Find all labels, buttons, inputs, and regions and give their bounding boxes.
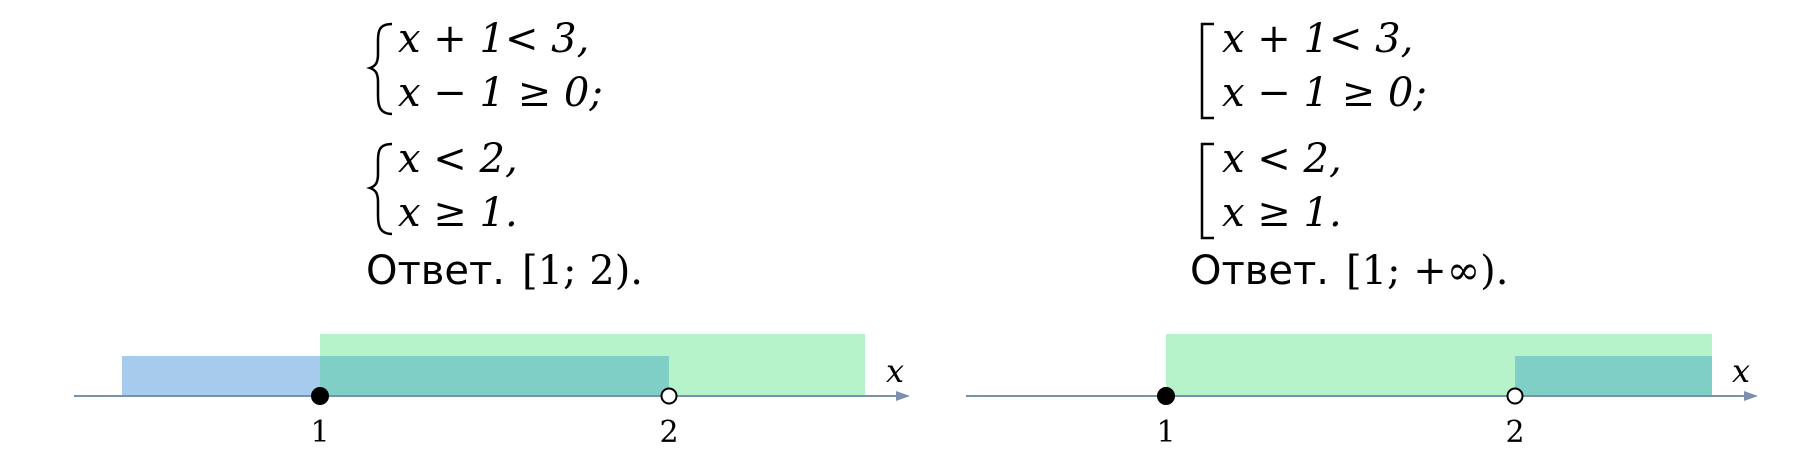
- right-panel: x + 1< 3, x − 1 ≥ 0; x < 2, x ≥ 1. Ответ…: [966, 16, 1758, 450]
- right-system-2-line-2: x ≥ 1.: [1222, 190, 1342, 236]
- right-point-2-hollow: [1506, 387, 1524, 405]
- right-system-2: x < 2, x ≥ 1.: [1200, 136, 1342, 240]
- left-system-1-line-2: x − 1 ≥ 0;: [398, 70, 603, 116]
- left-system-2-line-1: x < 2,: [398, 136, 518, 182]
- right-answer-label: Ответ.: [1190, 248, 1329, 294]
- left-system-1: x + 1< 3, x − 1 ≥ 0;: [366, 16, 603, 116]
- right-system-1: x + 1< 3, x − 1 ≥ 0;: [1200, 16, 1427, 120]
- right-point-1-filled: [1157, 387, 1175, 405]
- left-range-overlap: [320, 356, 669, 396]
- right-square-bracket-2: [1200, 142, 1214, 240]
- right-range-x-ge-2: [1515, 356, 1712, 396]
- right-axis-label: x: [1732, 352, 1750, 390]
- left-tick-label-1: 1: [310, 415, 329, 450]
- left-curly-brace-2: [366, 142, 393, 236]
- right-system-1-line-2: x − 1 ≥ 0;: [1222, 70, 1427, 116]
- right-tick-label-1: 1: [1156, 415, 1175, 450]
- right-tick-label-2: 2: [1505, 415, 1524, 450]
- left-system-2: x < 2, x ≥ 1.: [366, 136, 518, 236]
- right-number-line: x 1 2: [966, 334, 1758, 450]
- left-answer-label: Ответ.: [366, 248, 505, 294]
- right-system-2-line-1: x < 2,: [1222, 136, 1342, 182]
- right-square-bracket-1: [1200, 22, 1214, 120]
- left-number-line: x 1 2: [74, 334, 910, 450]
- left-point-2-hollow: [660, 387, 678, 405]
- left-system-2-line-2: x ≥ 1.: [398, 190, 518, 236]
- left-system-1-line-1: x + 1< 3,: [398, 16, 589, 62]
- left-curly-brace-1: [366, 22, 393, 116]
- left-panel: x + 1< 3, x − 1 ≥ 0; x < 2, x ≥ 1. Ответ…: [74, 16, 910, 450]
- left-axis-label: x: [886, 352, 904, 390]
- left-answer: Ответ. [1; 2).: [366, 248, 643, 294]
- left-tick-label-2: 2: [659, 415, 678, 450]
- right-answer-value: [1; +∞).: [1346, 248, 1508, 294]
- right-answer: Ответ. [1; +∞).: [1190, 248, 1508, 294]
- left-answer-value: [1; 2).: [522, 248, 643, 294]
- left-point-1-filled: [311, 387, 329, 405]
- right-system-1-line-1: x + 1< 3,: [1222, 16, 1413, 62]
